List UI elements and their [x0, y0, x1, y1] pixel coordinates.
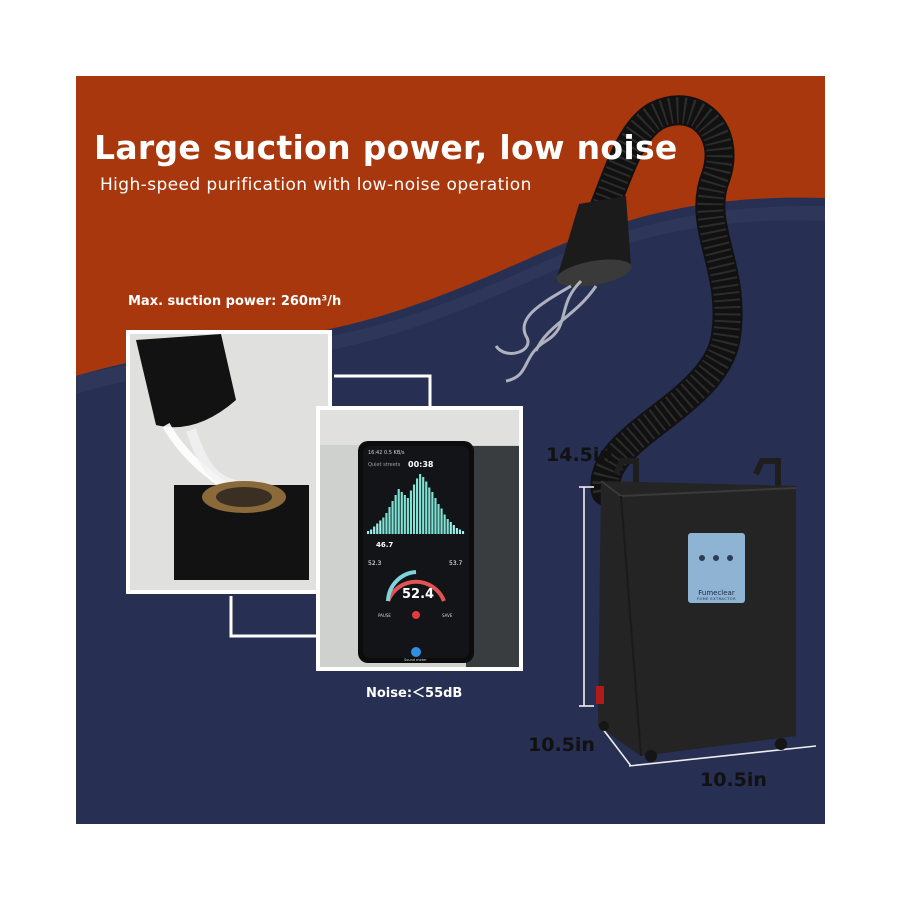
fume-extractor-unit [596, 458, 797, 762]
equalizer-bar [428, 487, 431, 534]
equalizer-bar [370, 529, 373, 534]
equalizer-bar [437, 504, 440, 534]
suction-caption: Max. suction power: 260m³/h [128, 294, 342, 309]
equalizer-bar [385, 513, 388, 534]
equalizer-bar [452, 525, 455, 534]
equalizer-bar [455, 528, 458, 534]
equalizer-bar [400, 492, 403, 534]
subheadline: High-speed purification with low-noise o… [100, 175, 532, 195]
equalizer-bar [431, 492, 434, 534]
equalizer-bar [446, 519, 449, 534]
equalizer-bar [391, 501, 394, 534]
device-brand: Fumeclear FUME EXTRACTOR [688, 589, 745, 601]
headline: Large suction power, low noise [94, 128, 678, 167]
equalizer-bar [422, 477, 425, 534]
height-dimension: 14.5in [546, 444, 613, 466]
phone-pause-button[interactable]: PAUSE [378, 613, 391, 618]
equalizer-bar [406, 498, 409, 534]
equalizer-bar [397, 489, 400, 534]
equalizer-bar [419, 474, 422, 534]
equalizer-bar [367, 531, 370, 534]
phone-reading: 52.4 [402, 587, 435, 602]
equalizer-bar [449, 522, 452, 534]
equalizer-bar [458, 529, 462, 534]
noise-caption: Noise:＜55dB [366, 686, 463, 701]
suction-photo [126, 330, 332, 594]
frame-lines [229, 374, 432, 638]
noise-photo: 16:42 0.5 KB/s Quiet streets 00:38 46.7 … [316, 406, 523, 671]
hose [586, 95, 743, 506]
equalizer-bar [373, 526, 376, 534]
nozzle [556, 196, 632, 287]
equalizer-bar [440, 508, 443, 534]
equalizer-bar [416, 478, 419, 534]
power-switch [596, 686, 604, 704]
phone-save-button[interactable]: SAVE [442, 613, 453, 618]
equalizer-bar [461, 531, 465, 534]
depth-dimension: 10.5in [528, 734, 595, 756]
equalizer-bar [379, 520, 382, 534]
phone-status: 16:42 0.5 KB/s [368, 450, 405, 456]
phone-max-value: 53.7 [449, 560, 463, 567]
phone-min-value: 52.3 [368, 560, 382, 567]
phone-app-label: Quiet streets [368, 462, 401, 468]
equalizer-chart [367, 474, 465, 534]
smoke [494, 279, 598, 383]
equalizer-bar [425, 481, 428, 534]
equalizer-bar [403, 495, 406, 534]
equalizer-bar [382, 517, 385, 534]
equalizer-bar [434, 498, 437, 534]
brand-subtitle: FUME EXTRACTOR [697, 597, 736, 601]
equalizer-bar [388, 507, 391, 534]
equalizer-bar [394, 495, 397, 534]
product-banner: Large suction power, low noise High-spee… [76, 76, 825, 824]
equalizer-bar [376, 523, 379, 534]
brand-name: Fumeclear [698, 589, 735, 597]
equalizer-bar [443, 514, 446, 534]
equalizer-bar [412, 484, 416, 534]
phone-avg-value: 46.7 [376, 541, 394, 549]
dimension-lines [579, 486, 817, 767]
nozzle-in-photo [136, 334, 236, 428]
width-dimension: 10.5in [700, 769, 767, 791]
phone-screen [363, 446, 469, 658]
equalizer-bar [409, 490, 413, 534]
control-panel [688, 533, 745, 603]
phone-bottom-label: Sound meter [404, 658, 427, 662]
phone-timer: 00:38 [408, 460, 434, 469]
